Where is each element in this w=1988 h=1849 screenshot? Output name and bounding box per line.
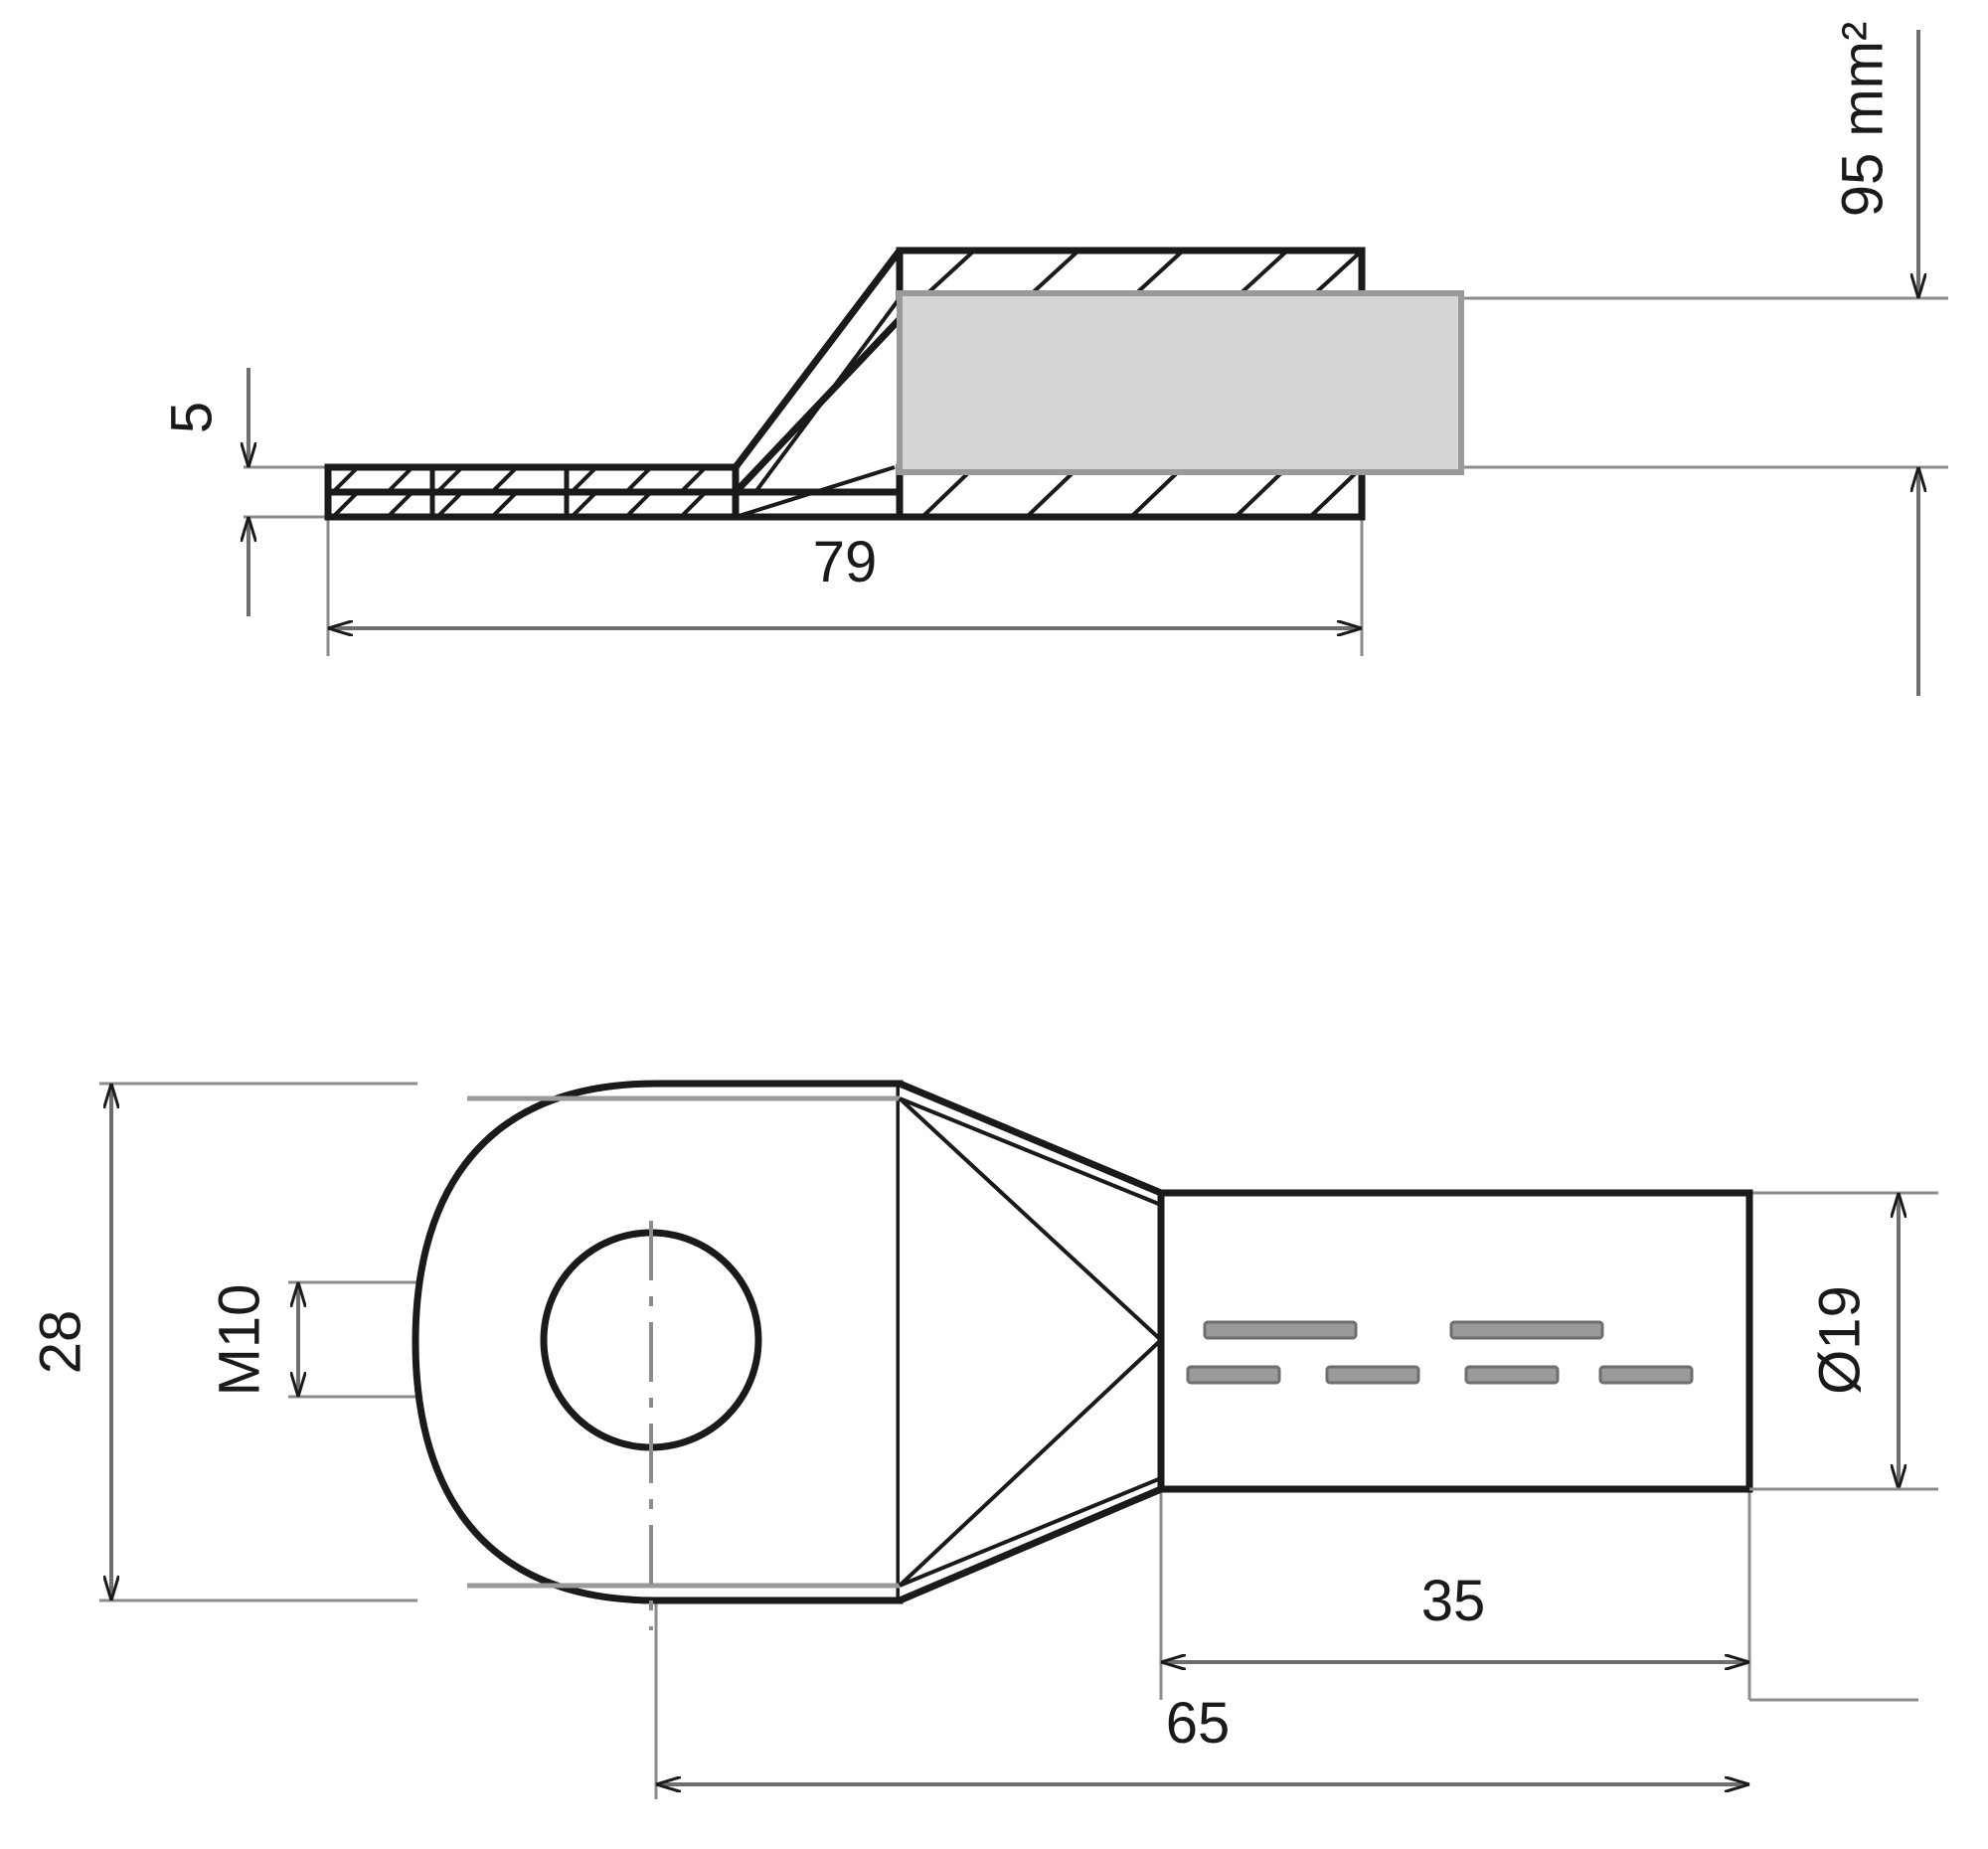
dimension-total-length: 65 bbox=[656, 1691, 1749, 1784]
dimension-thickness: 5 bbox=[159, 368, 248, 616]
dimension-label-width: 28 bbox=[28, 1310, 92, 1375]
transition-funnel-plan bbox=[898, 1080, 1165, 1604]
lug-tongue-section bbox=[324, 463, 740, 521]
crimp-mark-long bbox=[1449, 1320, 1604, 1340]
crimp-mark-short bbox=[1186, 1365, 1281, 1385]
tongue-hatching bbox=[331, 465, 708, 519]
dimension-label-conductor: 95 mm² bbox=[1830, 22, 1895, 218]
dimension-label-total-length: 65 bbox=[1166, 1691, 1231, 1756]
crimp-mark-short bbox=[1325, 1365, 1420, 1385]
dimension-label-thickness: 5 bbox=[159, 402, 224, 433]
section-view-group: 5 79 95 mm² bbox=[159, 22, 1948, 696]
dimension-width: 28 bbox=[28, 1084, 111, 1600]
barrel-plan bbox=[1157, 1189, 1753, 1493]
dimension-label-barrel-length: 35 bbox=[1421, 1569, 1486, 1633]
crimp-mark-long bbox=[1203, 1320, 1358, 1340]
crimp-mark-short bbox=[1598, 1365, 1694, 1385]
dimension-barrel-length: 35 bbox=[1161, 1569, 1749, 1662]
plan-view-group: 28 M10 Ø19 35 65 bbox=[28, 1080, 1938, 1799]
barrel-upper-hatching bbox=[922, 251, 1362, 298]
barrel-lower-wall-section bbox=[896, 463, 1366, 521]
dimension-label-thread: M10 bbox=[207, 1284, 271, 1397]
dimension-barrel-diameter: Ø19 bbox=[1749, 1193, 1938, 1491]
dimension-label-length: 79 bbox=[813, 530, 878, 594]
crimp-mark-short bbox=[1464, 1365, 1560, 1385]
dimension-length: 79 bbox=[328, 530, 1362, 628]
crimp-marks bbox=[1186, 1320, 1694, 1385]
conductor-cable bbox=[897, 290, 1464, 475]
dimension-conductor: 95 mm² bbox=[1830, 22, 1918, 696]
dimension-thread: M10 bbox=[207, 1282, 298, 1397]
dimension-label-barrel-diameter: Ø19 bbox=[1807, 1285, 1872, 1395]
barrel-lower-hatching bbox=[922, 467, 1362, 517]
